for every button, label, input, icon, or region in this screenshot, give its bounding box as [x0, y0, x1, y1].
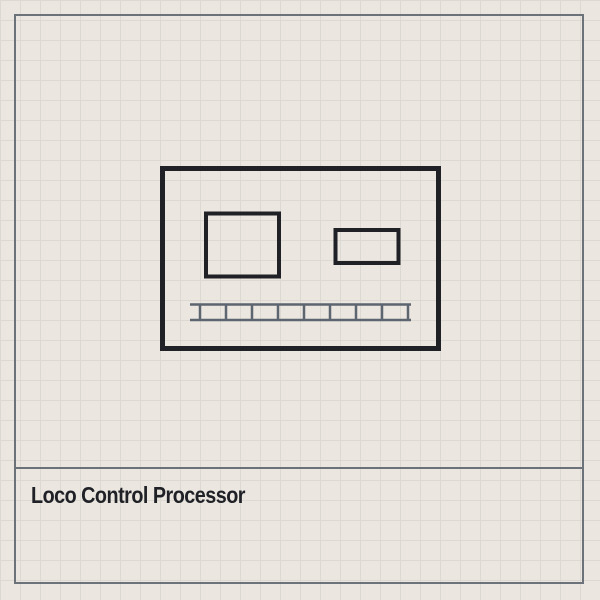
card-title: Loco Control Processor — [31, 482, 245, 508]
title-divider — [14, 467, 584, 469]
chip-rectangle — [333, 228, 401, 265]
connector-strip — [190, 303, 411, 322]
card-frame — [14, 14, 584, 584]
board-outline — [160, 166, 441, 351]
chip-square — [204, 211, 281, 279]
